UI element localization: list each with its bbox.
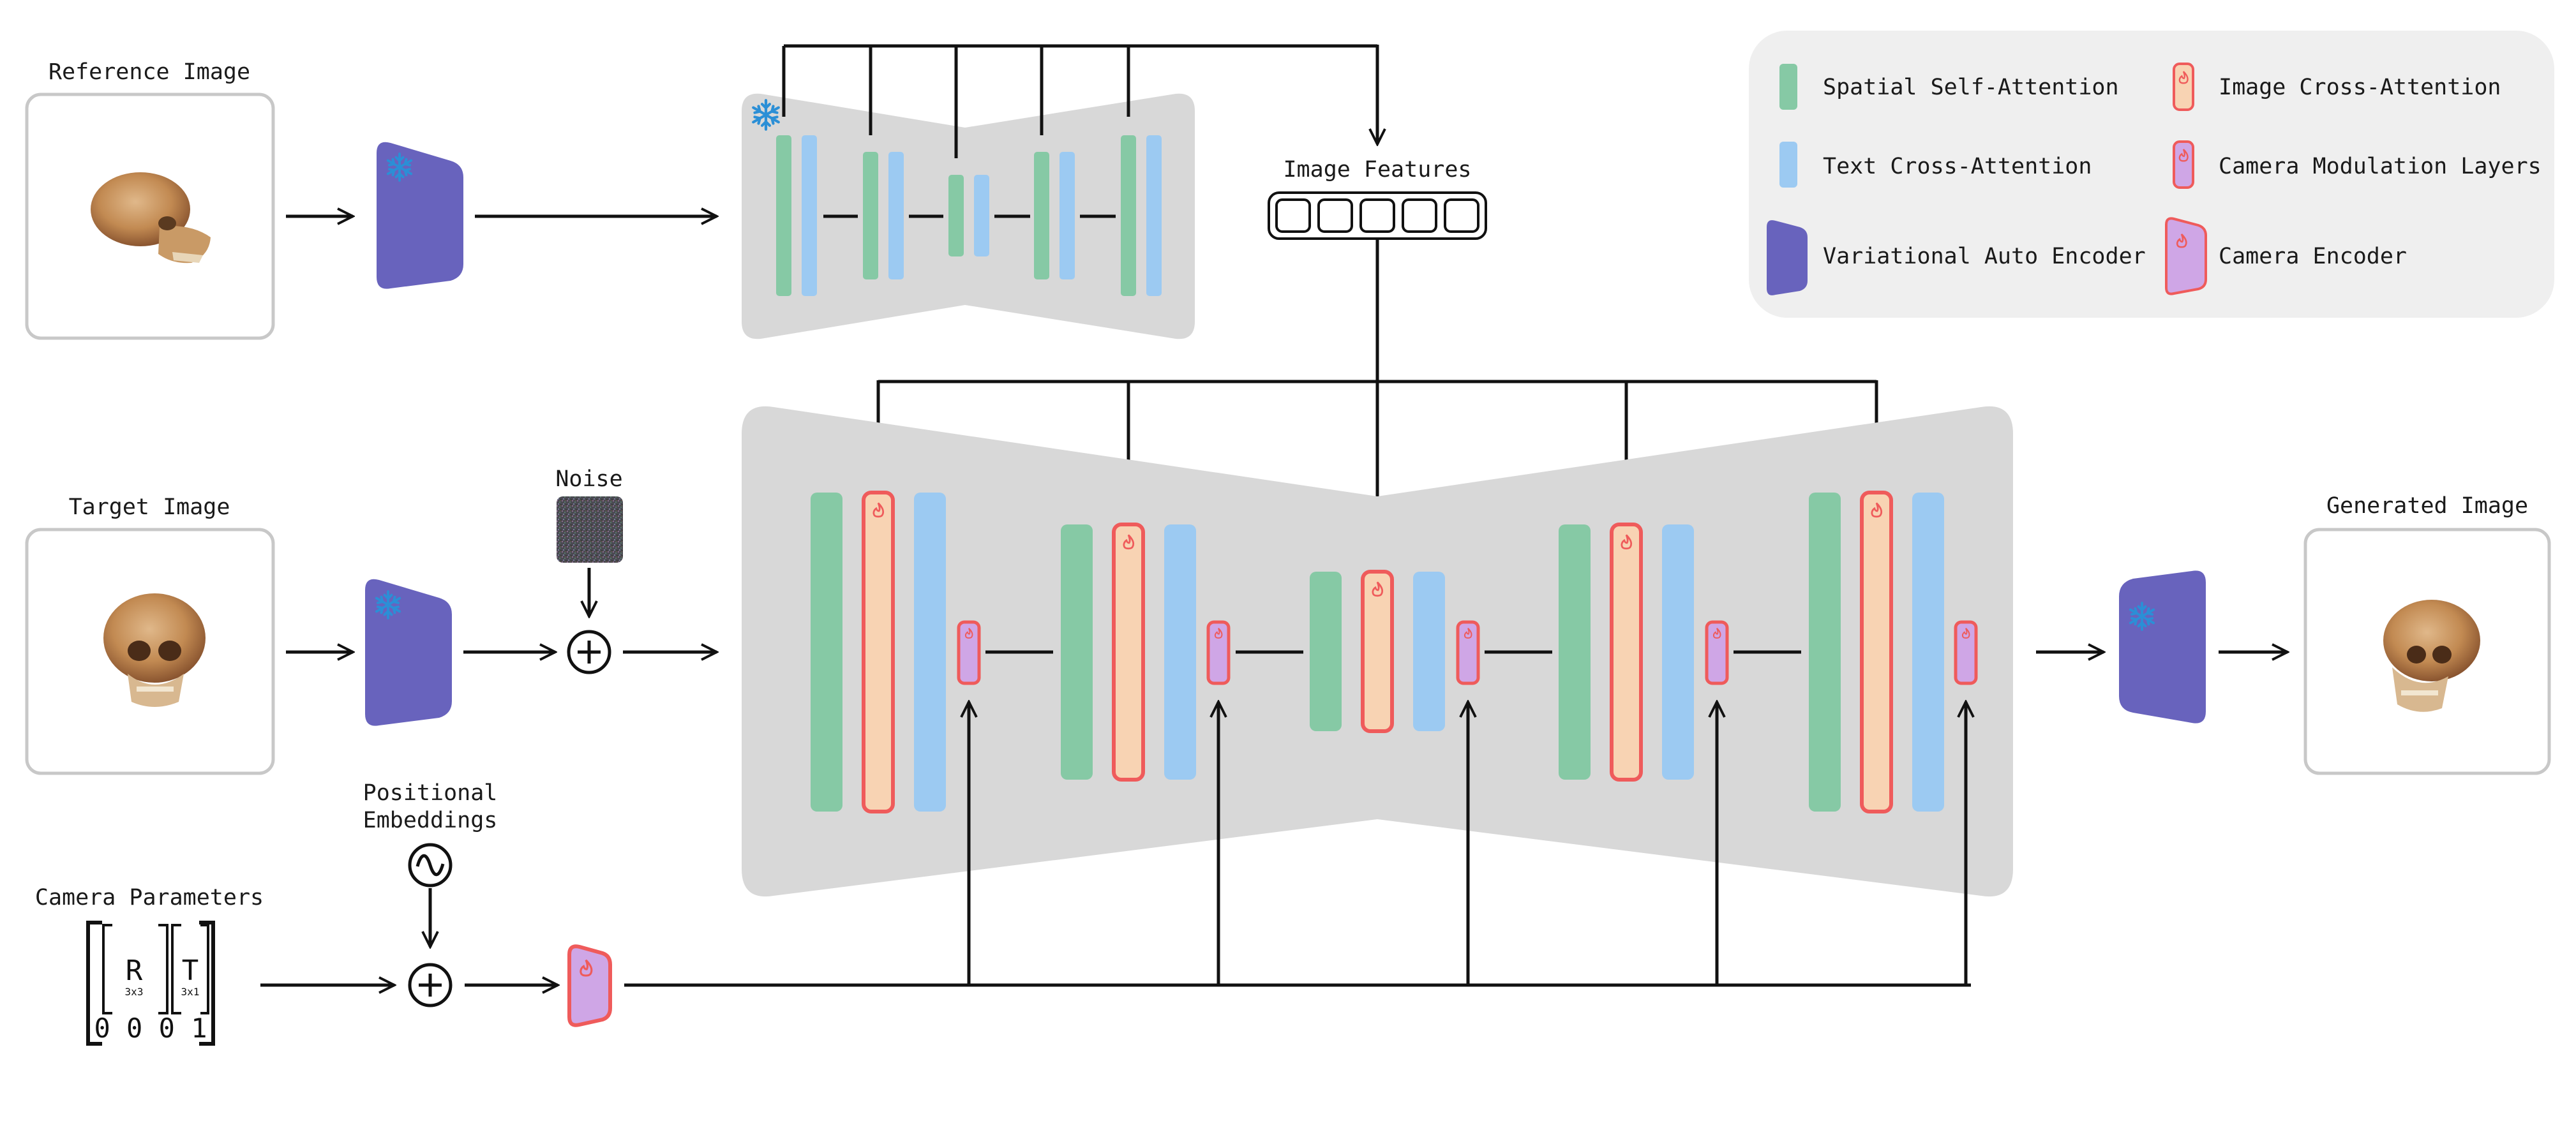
generated-skull-image bbox=[2383, 600, 2480, 712]
spatial-self-attention-layer bbox=[776, 135, 791, 296]
target-skull-image bbox=[103, 593, 206, 707]
text-cross-attention-layer bbox=[802, 135, 817, 296]
image-features-tokens bbox=[1268, 191, 1487, 240]
legend-text-cross-attention-icon bbox=[1779, 142, 1797, 188]
translation-symbol: T bbox=[182, 954, 199, 987]
legend-camera-modulation-icon bbox=[2173, 140, 2194, 189]
sine-wave-icon bbox=[408, 843, 453, 887]
text-cross-attention-layer bbox=[1413, 572, 1445, 731]
text-cross-attention-layer bbox=[974, 175, 989, 256]
camera-parameters-label: Camera Parameters bbox=[35, 885, 264, 910]
reference-image-label: Reference Image bbox=[49, 59, 250, 85]
spatial-self-attention-layer bbox=[948, 175, 964, 256]
spatial-self-attention-layer bbox=[1034, 152, 1049, 279]
noise-image bbox=[557, 496, 623, 563]
reference-skull-image bbox=[91, 172, 211, 264]
target-vae-encoder bbox=[365, 579, 452, 726]
plus-circle-icon bbox=[567, 630, 611, 674]
spatial-self-attention-layer bbox=[1061, 524, 1093, 780]
legend-camera-modulation-label: Camera Modulation Layers bbox=[2219, 154, 2542, 179]
legend-spatial-self-attention-label: Spatial Self-Attention bbox=[1823, 75, 2119, 100]
image-cross-attention-layer bbox=[1610, 523, 1643, 782]
camera-modulation-layer bbox=[1456, 620, 1480, 685]
text-cross-attention-layer bbox=[1912, 493, 1944, 812]
spatial-self-attention-layer bbox=[1121, 135, 1136, 296]
camera-modulation-layer bbox=[1206, 620, 1231, 685]
matrix-bottom-row: 0 0 0 1 bbox=[94, 1013, 207, 1044]
text-cross-attention-layer bbox=[888, 152, 904, 279]
legend-panel bbox=[1749, 31, 2554, 318]
image-cross-attention-layer bbox=[1361, 570, 1394, 733]
text-cross-attention-layer bbox=[1662, 524, 1694, 780]
reference-unet-layers bbox=[776, 135, 1162, 296]
text-cross-attention-layer bbox=[1060, 152, 1075, 279]
legend-camera-encoder-label: Camera Encoder bbox=[2219, 244, 2407, 269]
reference-unet-background bbox=[742, 93, 1195, 339]
feature-taps bbox=[782, 44, 1377, 158]
legend-camera-encoder-icon bbox=[2165, 217, 2207, 295]
camera-modulation-layer bbox=[1954, 620, 1978, 685]
legend-spatial-self-attention-icon bbox=[1779, 64, 1797, 110]
rotation-symbol: R bbox=[126, 954, 143, 987]
main-unet-layers bbox=[811, 491, 1978, 813]
camera-modulation-layer bbox=[957, 620, 981, 685]
camera-encoder bbox=[567, 944, 612, 1027]
translation-subscript: 3x1 bbox=[181, 986, 200, 998]
legend: Spatial Self-Attention Text Cross-Attent… bbox=[1749, 31, 2554, 318]
legend-text-cross-attention-label: Text Cross-Attention bbox=[1823, 154, 2092, 179]
text-cross-attention-layer bbox=[1146, 135, 1162, 296]
legend-vae-label: Variational Auto Encoder bbox=[1823, 244, 2146, 269]
spatial-self-attention-layer bbox=[811, 493, 842, 812]
reference-vae-encoder bbox=[377, 142, 463, 289]
image-features-label: Image Features bbox=[1283, 157, 1471, 182]
text-cross-attention-layer bbox=[914, 493, 946, 812]
spatial-self-attention-layer bbox=[863, 152, 878, 279]
noise-label: Noise bbox=[555, 466, 622, 492]
output-vae-decoder bbox=[2119, 570, 2206, 724]
image-cross-attention-layer bbox=[1860, 491, 1893, 813]
camera-matrix: R 3x3 T 3x1 0 0 0 1 bbox=[86, 921, 215, 1046]
spatial-self-attention-layer bbox=[1809, 493, 1841, 812]
target-image-label: Target Image bbox=[69, 494, 230, 520]
legend-image-cross-attention-label: Image Cross-Attention bbox=[2219, 75, 2501, 100]
spatial-self-attention-layer bbox=[1310, 572, 1342, 731]
camera-modulation-layer bbox=[1705, 620, 1729, 685]
positional-embeddings-label-line2: Embeddings bbox=[363, 808, 498, 833]
legend-vae-icon bbox=[1767, 220, 1808, 295]
rotation-subscript: 3x3 bbox=[125, 986, 144, 998]
text-cross-attention-layer bbox=[1164, 524, 1196, 780]
positional-embeddings-label-line1: Positional bbox=[363, 780, 498, 806]
legend-image-cross-attention-icon bbox=[2173, 63, 2194, 111]
spatial-self-attention-layer bbox=[1559, 524, 1591, 780]
plus-circle-icon bbox=[408, 963, 453, 1007]
generated-image-label: Generated Image bbox=[2326, 493, 2528, 519]
image-cross-attention-layer bbox=[1112, 523, 1145, 782]
image-cross-attention-layer bbox=[862, 491, 895, 813]
